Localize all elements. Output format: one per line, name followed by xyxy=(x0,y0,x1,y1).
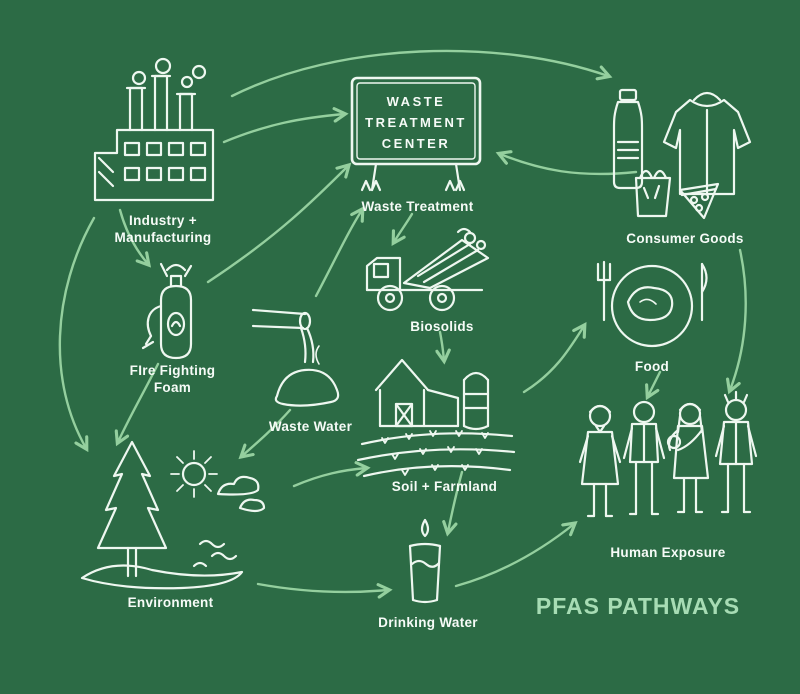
drinking-water-icon xyxy=(408,518,442,604)
arrow-industry-to-consumer-goods xyxy=(230,49,608,98)
diagram-title: PFAS PATHWAYS xyxy=(535,593,741,619)
person-4 xyxy=(714,390,758,514)
arrow-waste-water-to-environment xyxy=(242,408,292,456)
arrow-biosolids-to-soil xyxy=(440,330,444,360)
sun-rays xyxy=(170,450,218,498)
label-food: Food xyxy=(634,359,670,374)
flow-arrows xyxy=(58,49,747,592)
person-2 xyxy=(622,400,666,516)
label-environment: Environment xyxy=(127,595,214,610)
person-1 xyxy=(578,404,622,518)
label-waste-treatment: Waste Treatment xyxy=(361,199,474,214)
arrow-industry-to-waste-treatment xyxy=(222,114,344,144)
fire-extinguisher-icon xyxy=(141,262,193,360)
farm-icon xyxy=(356,358,516,478)
consumer-goods-icon xyxy=(612,88,752,220)
arrow-waste-treatment-to-biosolids xyxy=(394,212,414,242)
label-biosolids: Biosolids xyxy=(410,319,474,334)
person-3-with-baby xyxy=(666,402,710,514)
raincoat-icon xyxy=(662,91,752,196)
arrow-waste-water-to-waste-treatment xyxy=(314,210,362,298)
arrow-consumer-goods-to-waste-treatment xyxy=(500,154,638,176)
label-industry: Industry + Manufacturing xyxy=(114,213,212,246)
label-fire-fighting-foam: FIre Fighting Foam xyxy=(129,363,216,396)
environment-icon xyxy=(80,440,266,590)
people-icon xyxy=(578,390,758,518)
food-plate-icon xyxy=(596,260,708,348)
arrow-environment-to-drinking-water xyxy=(256,582,388,592)
label-waste-water: Waste Water xyxy=(268,419,353,434)
illustrations xyxy=(80,57,758,604)
arrow-soil-to-food xyxy=(522,326,584,394)
waste-water-icon xyxy=(251,308,340,407)
arrow-drinking-water-to-human-exposure xyxy=(454,524,574,588)
factory-icon xyxy=(93,57,215,202)
arrow-environment-to-soil xyxy=(292,468,366,488)
plastic-bag-icon xyxy=(634,169,672,218)
waste-treatment-center-sign-text: WASTE TREATMENT CENTER xyxy=(365,94,467,151)
arrow-industry-to-foam xyxy=(118,208,148,264)
arrow-consumer-goods-to-human-exposure xyxy=(730,248,747,390)
crop-sprouts xyxy=(381,430,489,476)
label-consumer-goods: Consumer Goods xyxy=(626,231,744,246)
arrow-foam-to-environment xyxy=(118,362,160,442)
pizza-slice-icon xyxy=(678,182,720,220)
waste-treatment-sign-icon xyxy=(350,76,482,192)
label-drinking-water: Drinking Water xyxy=(378,615,478,630)
arrow-soil-to-drinking-water xyxy=(448,470,464,532)
dump-truck-icon xyxy=(365,227,490,312)
arrow-food-to-human-exposure xyxy=(648,370,662,396)
water-bottle-icon xyxy=(612,88,644,190)
arrow-industry-to-environment xyxy=(58,216,96,448)
label-soil-farmland: Soil + Farmland xyxy=(391,479,498,494)
arrow-foam-to-waste-treatment xyxy=(206,166,348,284)
label-human-exposure: Human Exposure xyxy=(610,545,726,560)
